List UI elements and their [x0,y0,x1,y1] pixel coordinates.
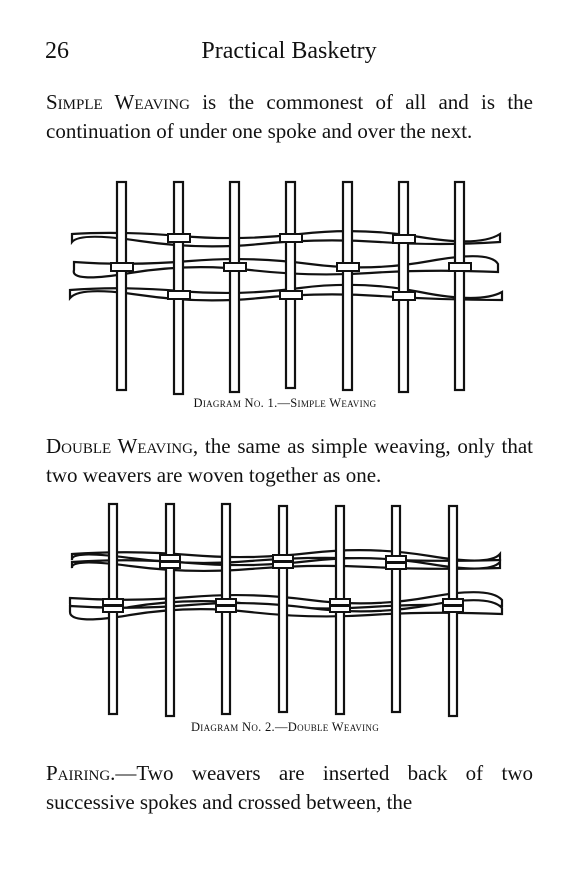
simple-weaving-illustration [68,180,504,396]
paragraph-text: —Two weavers are inserted back of two su… [46,761,533,814]
double-weaving-illustration [68,502,504,718]
paragraph-text: the same as simple weaving, only that tw… [46,434,533,487]
paragraph-simple-weaving: Simple Weaving is the commonest of all a… [46,88,533,146]
diagram-simple-weaving: Diagram No. 1.—Simple Weaving [60,174,510,410]
diagram-double-weaving: Diagram No. 2.—Double Weaving [60,500,510,734]
diagram-caption: Diagram No. 1.—Simple Weaving [193,396,377,410]
page-header: 26 Practical Basketry [0,38,578,72]
term-simple-weaving: Simple Weaving [46,90,190,114]
running-title: Practical Basketry [201,38,377,64]
paragraph-pairing: Pairing.—Two weavers are inserted back o… [46,759,533,817]
term-double-weaving: Double Weaving, [46,434,199,458]
paragraph-double-weaving: Double Weaving, the same as simple weavi… [46,432,533,490]
term-pairing: Pairing. [46,761,116,785]
diagram-caption: Diagram No. 2.—Double Weaving [190,720,380,734]
page-number: 26 [45,38,69,64]
paragraph-text: is the commonest of all and is the conti… [46,90,533,143]
